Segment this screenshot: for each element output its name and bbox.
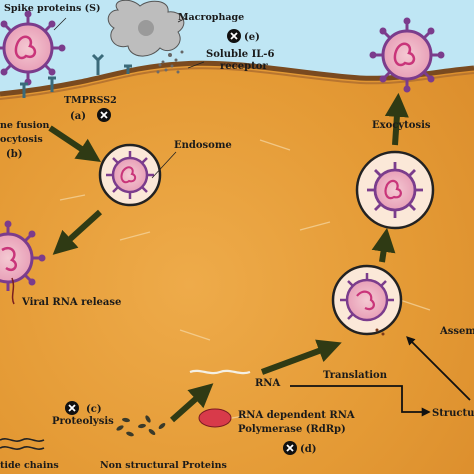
rna-strand (189, 369, 251, 375)
nonstructural-proteins (116, 415, 166, 437)
membrane-inner-line (0, 67, 474, 100)
label-marker-d: (d) (300, 444, 316, 455)
arrow-translation (290, 385, 431, 417)
label-marker-c: (c) (86, 404, 102, 415)
label-assembly: Assem (439, 326, 474, 337)
label-marker-a: (a) (70, 111, 86, 122)
arrow-proteolysis-to-proteins (170, 383, 214, 423)
ace2-receptors (20, 53, 132, 98)
pointer-lines (53, 17, 205, 179)
inhibitor-marker-a (97, 108, 111, 122)
label-marker-b: (b) (6, 149, 22, 160)
label-membrane-fusion: ne fusion (0, 120, 50, 131)
label-receptor: receptor (220, 61, 268, 72)
label-exocytosis: Exocytosis (372, 120, 431, 131)
arrow-structural-to-assembly (406, 336, 471, 401)
inhibitor-marker-c (65, 401, 79, 415)
process-arrows (48, 92, 409, 423)
label-endosome: Endosome (174, 140, 232, 151)
exocytosis-vesicle (355, 150, 435, 230)
arrow-rna-to-assembly (260, 339, 342, 375)
label-spike-proteins: Spike proteins (S) (4, 3, 100, 14)
label-tmprss2: TMPRSS2 (64, 95, 117, 106)
label-polypeptide-chains: tide chains (0, 460, 59, 471)
label-marker-e: (e) (244, 32, 260, 43)
label-nonstructural-proteins: Non structural Proteins (100, 460, 227, 471)
thin-arrows (290, 336, 471, 417)
label-rna: RNA (255, 378, 280, 389)
inhibitor-marker-d (283, 441, 297, 455)
polypeptide-chain (0, 438, 45, 442)
polypeptide-chain-2 (0, 446, 45, 450)
label-proteolysis: Proteolysis (52, 416, 114, 427)
virus-assembly (331, 264, 403, 336)
macrophage (107, 0, 185, 64)
label-soluble-il6: Soluble IL-6 (206, 49, 274, 60)
arrow-vesicle-to-exit (384, 92, 409, 146)
label-macrophage: Macrophage (178, 12, 244, 23)
label-structural: Structu (432, 408, 474, 419)
arrow-endosome-to-release (52, 209, 103, 255)
label-rdrp-line1: RNA dependent RNA (238, 410, 355, 421)
inhibitor-marker-e (227, 29, 241, 43)
soluble-il6-receptor-dots (156, 63, 180, 74)
arrow-fusion-to-endosome (48, 125, 101, 162)
label-translation: Translation (323, 370, 388, 381)
label-endocytosis: ocytosis (0, 134, 43, 145)
virus-extracellular (0, 10, 66, 86)
virus-uncoating (0, 220, 46, 305)
arrow-assembly-to-vesicle (371, 227, 396, 263)
endosome (98, 143, 162, 207)
rdrp-enzyme (198, 408, 232, 428)
label-rdrp-line2: Polymerase (RdRp) (238, 424, 346, 435)
label-viral-rna-release: Viral RNA release (21, 297, 121, 308)
virus-released (369, 17, 445, 93)
